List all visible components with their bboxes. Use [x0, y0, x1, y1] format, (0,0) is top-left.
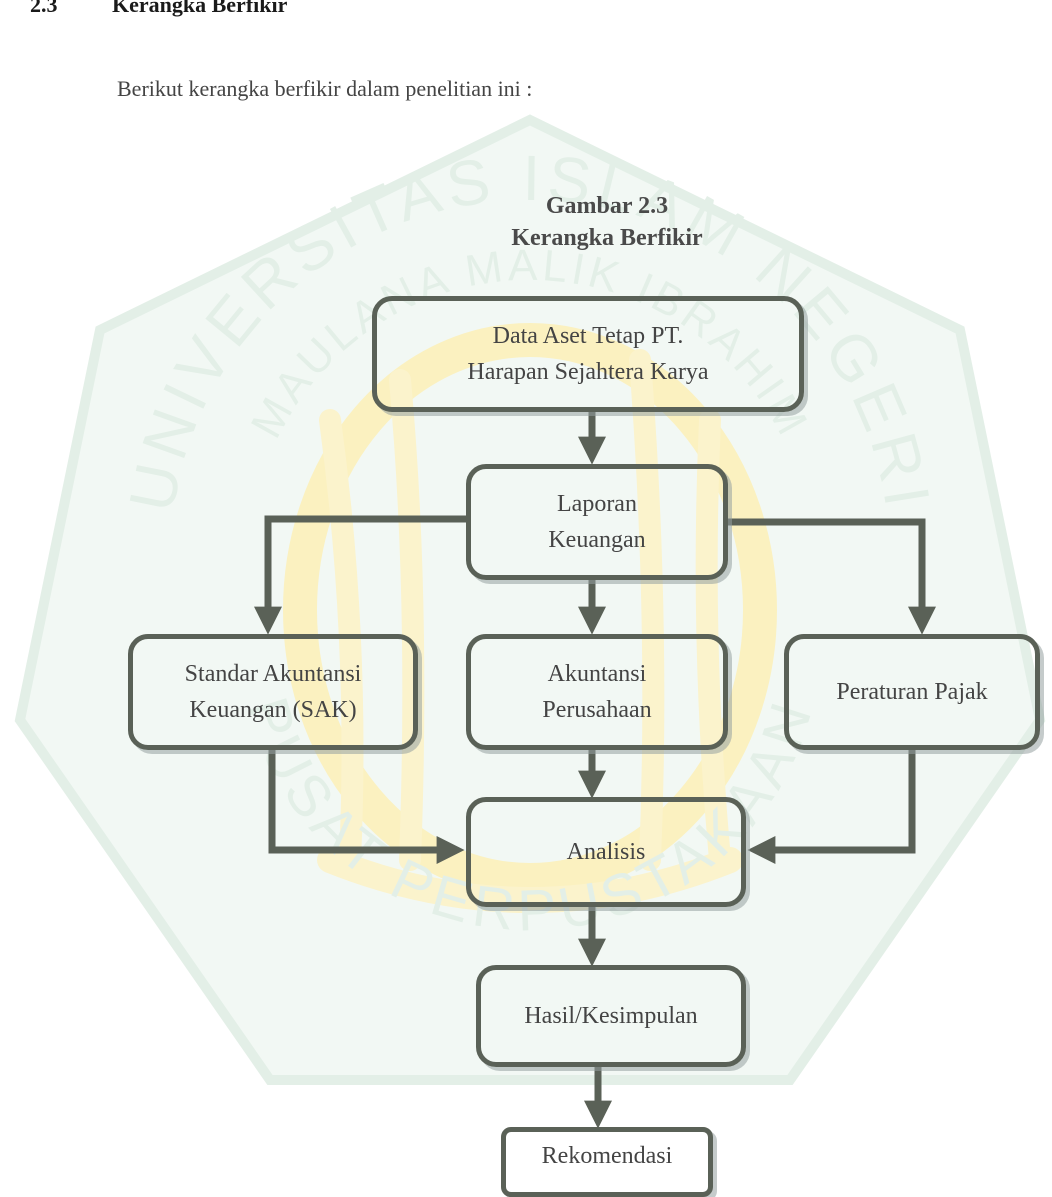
figure-caption: Gambar 2.3 Kerangka Berfikir — [437, 190, 777, 254]
node-laporan-keuangan-label: Laporan Keuangan — [548, 491, 646, 553]
node-hasil-kesimpulan-label: Hasil/Kesimpulan — [524, 1003, 698, 1029]
intro-paragraph: Berikut kerangka berfikir dalam peneliti… — [117, 76, 533, 101]
flowchart-connectors — [254, 412, 936, 1129]
node-analisis: Analisis — [466, 797, 746, 907]
node-standar-akuntansi: Standar Akuntansi Keuangan (SAK) — [128, 634, 418, 750]
node-hasil-kesimpulan: Hasil/Kesimpulan — [476, 965, 746, 1067]
node-rekomendasi: Rekomendasi — [501, 1127, 713, 1197]
node-akuntansi-perusahaan-label: Akuntansi Perusahaan — [542, 661, 652, 723]
section-heading: 2.3 Kerangka Berfikir — [30, 0, 287, 18]
node-rekomendasi-label: Rekomendasi — [541, 1143, 673, 1169]
section-number: 2.3 — [30, 0, 58, 17]
node-laporan-keuangan: Laporan Keuangan — [466, 464, 728, 580]
node-peraturan-pajak-label: Peraturan Pajak — [836, 679, 988, 705]
node-analisis-label: Analisis — [566, 839, 646, 865]
arrow-sak-to-analisis — [268, 750, 465, 864]
node-standar-akuntansi-label: Standar Akuntansi Keuangan (SAK) — [184, 661, 362, 723]
figure-label: Gambar 2.3 — [545, 193, 669, 219]
figure-title: Kerangka Berfikir — [511, 225, 703, 251]
arrow-pajak-to-analisis — [747, 750, 916, 864]
node-data-aset-tetap-label: Data Aset Tetap PT. Harapan Sejahtera Ka… — [467, 323, 709, 385]
node-peraturan-pajak: Peraturan Pajak — [784, 634, 1040, 750]
section-title: Kerangka Berfikir — [112, 0, 288, 17]
arrow-laporan-to-pajak — [728, 518, 936, 635]
node-akuntansi-perusahaan: Akuntansi Perusahaan — [466, 634, 728, 750]
arrow-laporan-to-sak — [254, 515, 466, 635]
node-data-aset-tetap: Data Aset Tetap PT. Harapan Sejahtera Ka… — [372, 296, 804, 412]
